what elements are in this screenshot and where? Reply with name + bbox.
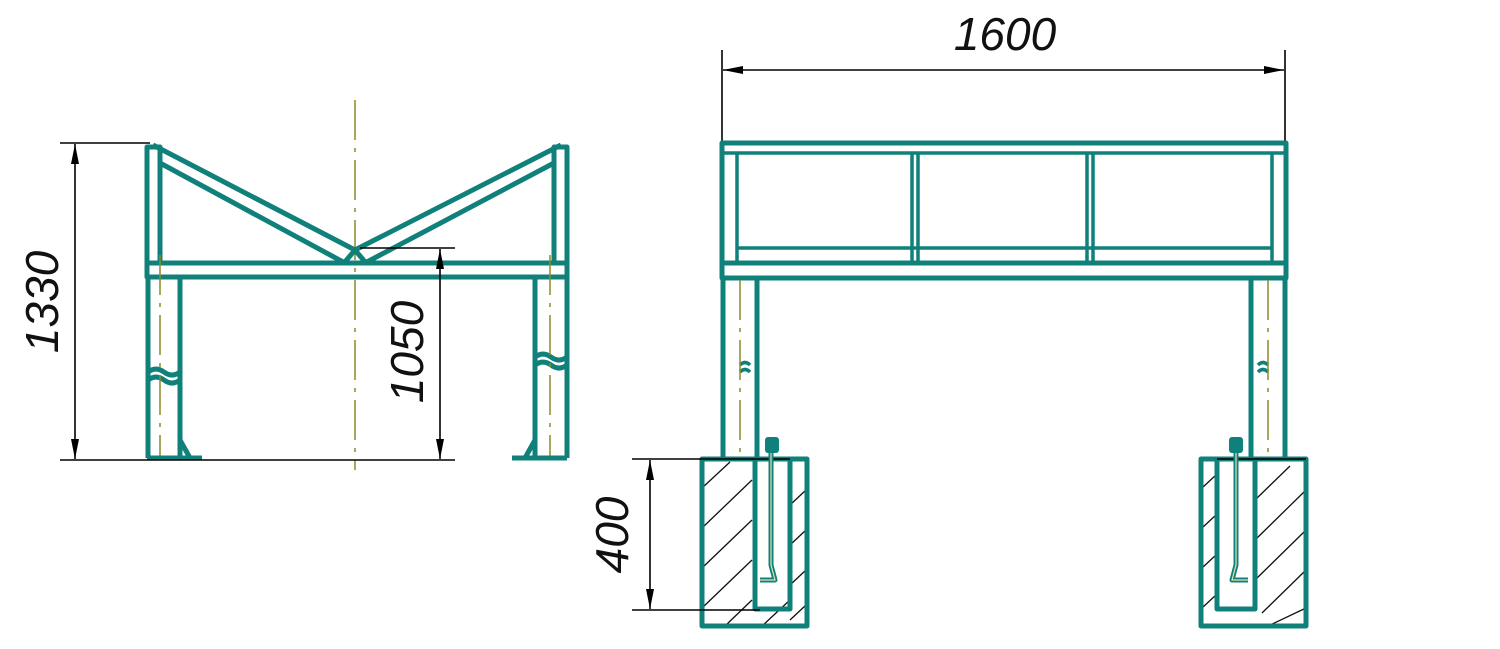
leg-break-right xyxy=(1256,360,1270,374)
left-leg xyxy=(145,277,183,458)
left-diagonal-inner xyxy=(158,160,347,266)
anchor-bolt-core xyxy=(760,445,776,581)
dimension-1050: 1050 xyxy=(360,247,455,459)
right-foundation xyxy=(1198,437,1309,629)
right-upright xyxy=(551,144,570,266)
leg-break-left xyxy=(738,360,752,374)
left-diagonal-outer xyxy=(151,142,357,253)
middle-post-right xyxy=(1085,153,1095,263)
concrete-hatching xyxy=(701,461,807,627)
dimension-label-400: 400 xyxy=(586,496,638,573)
anchor-nut xyxy=(1229,437,1243,453)
dimension-label-1600: 1600 xyxy=(954,8,1057,60)
anchor-bolt-core xyxy=(1231,445,1248,581)
anchor-bolt xyxy=(1229,445,1248,583)
dimension-400: 400 xyxy=(586,458,760,611)
front-view: 1600 xyxy=(586,8,1309,629)
left-upright xyxy=(144,144,163,266)
anchor-bolt xyxy=(760,445,778,583)
apex-gusset xyxy=(342,247,368,265)
front-left-leg xyxy=(720,278,760,458)
side-view: 1330 1050 xyxy=(16,100,570,470)
right-diagonal-outer xyxy=(353,142,563,253)
dimension-label-1050: 1050 xyxy=(381,300,433,403)
dimension-label-1330: 1330 xyxy=(16,250,68,353)
top-crossbar xyxy=(144,260,570,280)
right-diagonal-inner xyxy=(363,160,556,266)
right-leg xyxy=(532,277,570,458)
frame-outer xyxy=(719,140,1289,281)
dimension-1600: 1600 xyxy=(721,8,1286,142)
anchor-nut xyxy=(765,437,779,453)
front-right-leg xyxy=(1248,278,1288,458)
middle-post-left xyxy=(910,153,920,263)
left-foundation xyxy=(699,437,810,629)
dimension-1330: 1330 xyxy=(16,142,455,461)
left-foot-plate xyxy=(147,438,202,461)
right-foot-plate xyxy=(512,438,567,461)
